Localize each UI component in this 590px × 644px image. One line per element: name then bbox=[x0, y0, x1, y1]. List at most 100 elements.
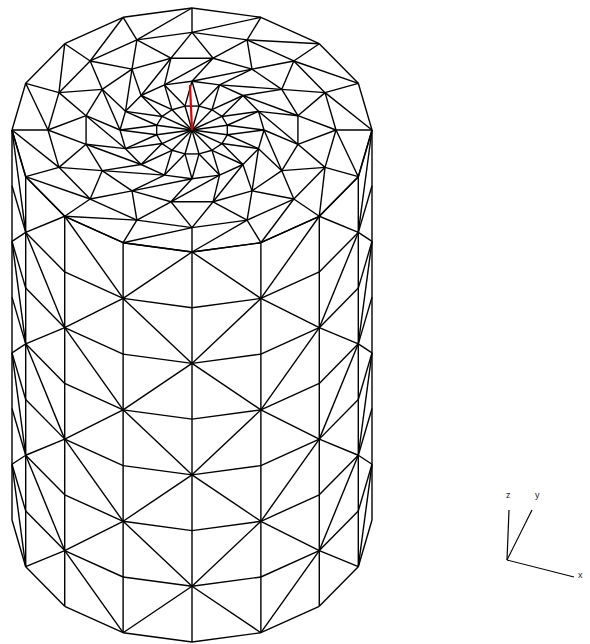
mesh-edge bbox=[191, 252, 192, 642]
mesh-edge bbox=[123, 298, 192, 363]
mesh-edge bbox=[12, 130, 26, 232]
mesh-edge bbox=[123, 298, 192, 307]
mesh-edge bbox=[123, 252, 192, 298]
mesh-edge bbox=[141, 95, 172, 109]
mesh-edge bbox=[297, 116, 298, 145]
mesh-edge bbox=[319, 167, 325, 216]
mesh-edge bbox=[192, 410, 261, 475]
mesh-edge bbox=[212, 95, 243, 109]
mesh-edge bbox=[65, 410, 123, 439]
mesh-edge bbox=[171, 202, 192, 228]
mesh-edge bbox=[358, 186, 372, 233]
mesh-edge bbox=[123, 475, 192, 521]
mesh-edge bbox=[137, 8, 192, 40]
mesh-edge bbox=[325, 130, 336, 167]
mesh-edge bbox=[294, 167, 325, 199]
mesh-edge bbox=[358, 130, 372, 177]
mesh-edge bbox=[358, 520, 372, 567]
mesh-edge bbox=[227, 125, 264, 130]
mesh-edge bbox=[11, 130, 12, 520]
mesh-edge bbox=[192, 577, 261, 586]
mesh-edge bbox=[243, 165, 252, 191]
mesh-edge bbox=[227, 125, 228, 135]
mesh-edge bbox=[26, 455, 65, 550]
mesh-edge bbox=[358, 455, 372, 464]
mesh-edge bbox=[137, 32, 192, 39]
mesh-edge bbox=[157, 130, 192, 135]
mesh-edge bbox=[319, 216, 358, 232]
mesh-edge bbox=[252, 171, 282, 191]
mesh-edge bbox=[199, 150, 212, 154]
mesh-edge bbox=[102, 165, 141, 171]
mesh-edge bbox=[192, 243, 261, 252]
mesh-edge bbox=[48, 130, 59, 167]
mesh-edge bbox=[192, 17, 261, 32]
mesh-edge bbox=[26, 177, 65, 217]
mesh-edge bbox=[319, 551, 358, 567]
mesh-edge bbox=[222, 116, 227, 125]
mesh-edge bbox=[192, 202, 213, 228]
mesh-edge bbox=[12, 464, 26, 566]
mesh-edge bbox=[261, 328, 319, 410]
mesh-edge bbox=[282, 144, 298, 170]
mesh-edge bbox=[90, 199, 137, 220]
mesh-edge bbox=[171, 58, 213, 59]
mesh-edge bbox=[282, 89, 325, 92]
mesh-edge bbox=[247, 191, 252, 220]
mesh-edge bbox=[252, 191, 294, 199]
mesh-edge bbox=[102, 171, 164, 175]
mesh-edge bbox=[123, 466, 192, 475]
mesh-edge bbox=[26, 44, 65, 84]
mesh-edge bbox=[12, 130, 59, 167]
axis-label: y bbox=[535, 491, 540, 500]
mesh-edge bbox=[319, 511, 358, 551]
mesh-edge bbox=[192, 298, 261, 307]
mesh-edge bbox=[26, 177, 90, 199]
mesh-edge bbox=[26, 232, 65, 272]
mesh-edge bbox=[358, 464, 372, 566]
mesh-edge bbox=[294, 61, 358, 83]
mesh-edge bbox=[123, 521, 192, 586]
mesh-edge bbox=[298, 130, 336, 144]
mesh-lines bbox=[12, 8, 372, 642]
mesh-edge bbox=[12, 344, 26, 353]
mesh-edge bbox=[294, 199, 319, 216]
mesh-edge bbox=[358, 83, 372, 130]
mesh-edge bbox=[172, 106, 185, 110]
mesh-edge bbox=[65, 17, 123, 43]
mesh-edge bbox=[260, 243, 261, 633]
mesh-edge bbox=[264, 130, 282, 171]
mesh-edge bbox=[48, 116, 86, 130]
mesh-edge bbox=[261, 439, 319, 521]
mesh-edge bbox=[26, 511, 65, 551]
mesh-edge bbox=[319, 344, 358, 384]
mesh-edge bbox=[12, 297, 26, 344]
mesh-edge bbox=[157, 116, 162, 125]
mesh-edge bbox=[325, 93, 336, 130]
mesh-edge bbox=[171, 175, 220, 202]
mesh-edge bbox=[12, 455, 26, 464]
mesh-edge bbox=[252, 149, 259, 191]
mesh-edge bbox=[358, 344, 372, 353]
mesh-edge bbox=[298, 116, 336, 130]
mesh-edge bbox=[86, 144, 141, 164]
mesh-edge bbox=[222, 135, 227, 144]
mesh-edge bbox=[171, 201, 213, 202]
mesh-edge bbox=[319, 44, 358, 84]
mesh-edge bbox=[192, 466, 261, 475]
mesh-edge bbox=[123, 586, 192, 632]
mesh-edge bbox=[65, 44, 90, 61]
mesh-edge bbox=[261, 521, 319, 550]
mesh-edge bbox=[212, 150, 243, 164]
mesh-edge bbox=[26, 328, 65, 344]
mesh-edge bbox=[12, 241, 26, 343]
mesh-edge bbox=[125, 69, 132, 111]
mesh-edge bbox=[132, 191, 137, 220]
mesh-edge bbox=[199, 154, 220, 175]
mesh-edge bbox=[336, 129, 372, 130]
mesh-edge bbox=[212, 144, 222, 151]
mesh-edge bbox=[65, 216, 137, 220]
mesh-edge bbox=[123, 228, 192, 243]
mesh-edge bbox=[59, 44, 65, 93]
mesh-edge bbox=[220, 85, 282, 89]
